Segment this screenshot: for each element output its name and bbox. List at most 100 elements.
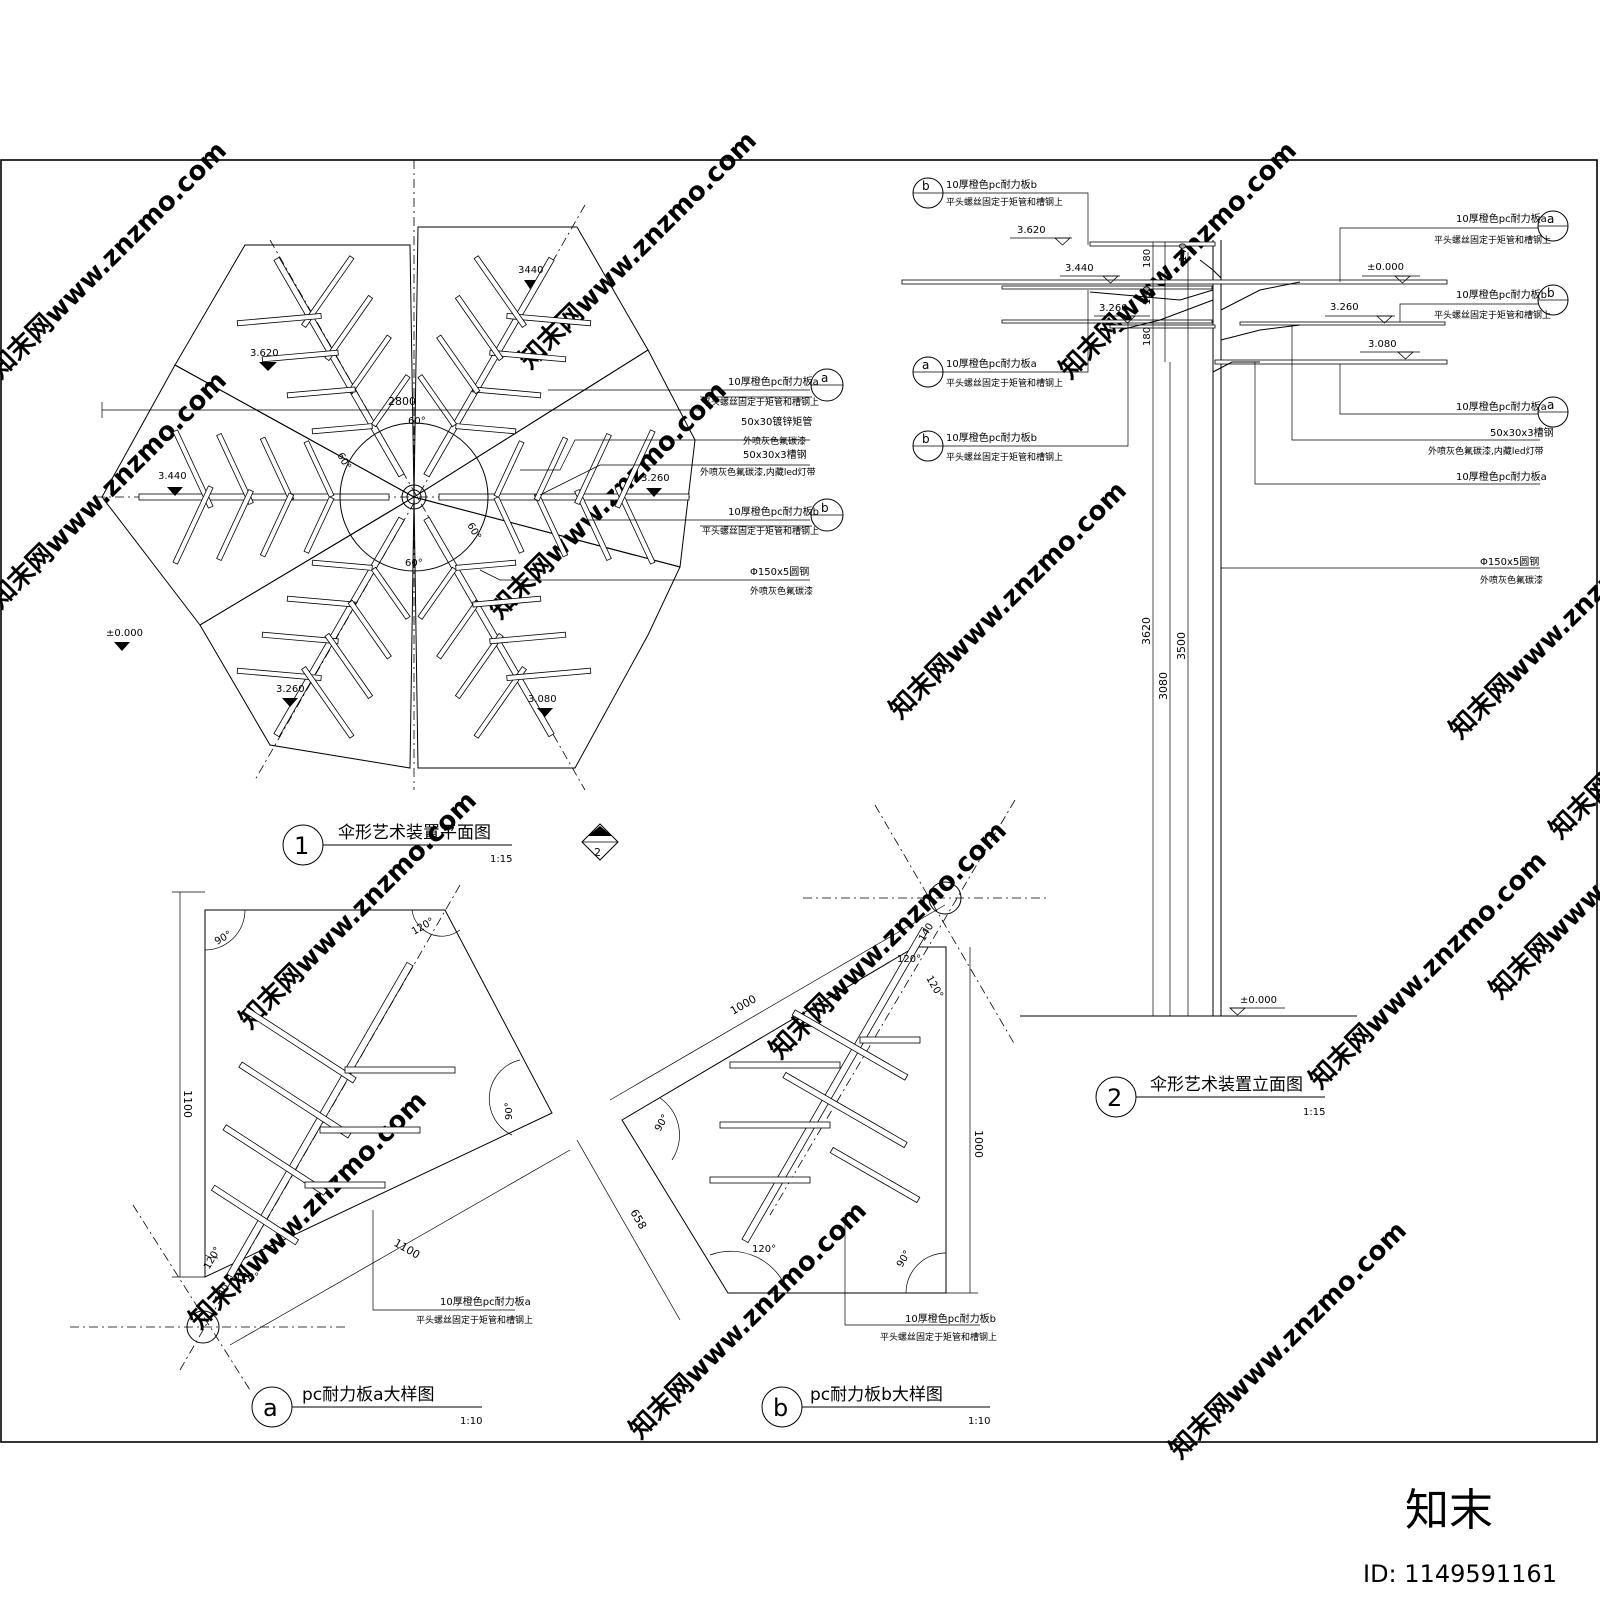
plan-slat xyxy=(286,386,356,399)
plan-note-tube: 50x30镀锌矩管 外喷灰色氟碳漆 xyxy=(741,415,812,447)
section-mark: 2 xyxy=(581,823,619,861)
elevation-title-block: 2 伞形艺术装置立面图 1:15 xyxy=(1095,1075,1325,1118)
drawing-title: 伞形艺术装置平面图 xyxy=(338,823,491,843)
detail-b-slat xyxy=(709,1176,811,1184)
note-text: 平头螺丝固定于矩管和槽钢上 xyxy=(946,377,1063,389)
level-marker-icon xyxy=(524,280,536,289)
section-arrow-icon xyxy=(588,826,612,836)
panel-bottom-right xyxy=(413,496,681,769)
detail-b-title-block: b pc耐力板b大样图 1:10 xyxy=(761,1385,990,1428)
note-text: 10厚橙色pc耐力板b xyxy=(1456,288,1547,301)
note-text: 10厚橙色pc耐力板a xyxy=(1456,400,1547,413)
plan-note-pc-a: 10厚橙色pc耐力板a 平头螺丝固定于矩管和槽钢上 a xyxy=(700,368,844,408)
note-text: 平头螺丝固定于矩管和槽钢上 xyxy=(702,525,819,537)
note-text: 外喷灰色氟碳漆 xyxy=(750,585,813,597)
plan-slat xyxy=(370,566,411,620)
plan-slat xyxy=(311,559,373,571)
drawing-scale: 1:15 xyxy=(1303,1107,1325,1118)
elev-level-3260: 3.260 xyxy=(1094,303,1150,324)
plan-slat xyxy=(614,429,656,509)
angle-arc xyxy=(488,1059,521,1136)
drawing-number: 2 xyxy=(1107,1084,1122,1112)
plan-level-3620: 3.620 xyxy=(250,348,279,371)
elev-level-3440: 3.440 xyxy=(1060,263,1120,284)
level-text: ±0.000 xyxy=(1240,995,1277,1006)
detail-bubble-label: a xyxy=(922,358,929,372)
level-text: 3.440 xyxy=(158,471,187,482)
detail-b-column-circle xyxy=(928,881,962,915)
leader xyxy=(943,290,1089,373)
plan-slat xyxy=(370,374,411,428)
angle-label: 90° xyxy=(653,1113,671,1134)
angle-label: 60° xyxy=(464,521,482,542)
angle-label: 120° xyxy=(752,1244,776,1255)
watermark-text: 知末网www.znzmo.com xyxy=(884,476,1133,725)
note-text: 10厚橙色pc耐力板b xyxy=(728,505,819,518)
plan-slat xyxy=(574,488,612,562)
note-text: 10厚橙色pc耐力板a xyxy=(946,357,1037,370)
level-marker-icon xyxy=(1101,275,1120,284)
detail-b-centerline-diag xyxy=(874,804,1016,1046)
level-text: 3.440 xyxy=(1065,263,1094,274)
plan-slat xyxy=(261,349,339,363)
detail-a-slat xyxy=(344,1066,456,1074)
level-text: 3.260 xyxy=(641,473,670,484)
detail-a-slat xyxy=(222,1124,328,1196)
detail-a-slat xyxy=(238,1061,352,1139)
leader xyxy=(943,192,1089,245)
elev-level-0-top: ±0.000 xyxy=(1362,262,1420,284)
angle-label: 60° xyxy=(405,558,423,569)
elevation-view: 180 180 180 140 3620 3080 3500 3.620 3.4… xyxy=(901,177,1569,1118)
note-text: 50x30x3槽钢 xyxy=(1490,426,1554,439)
detail-scale: 1:10 xyxy=(968,1416,990,1427)
elevation-plates xyxy=(901,241,1448,365)
plan-main-tube xyxy=(423,256,555,478)
detail-b-axis xyxy=(769,799,1016,1216)
dim-3080: 3080 xyxy=(1157,672,1170,700)
level-marker-icon xyxy=(167,487,183,496)
detail-b-slat xyxy=(829,1146,921,1204)
center-hub-circle xyxy=(339,422,489,572)
detail-a-slat xyxy=(210,1184,300,1246)
level-marker-icon xyxy=(259,362,277,371)
angle-arc xyxy=(204,1254,219,1259)
plan-slat xyxy=(311,423,373,435)
dim-180: 180 xyxy=(1142,249,1153,268)
panel-a-outline xyxy=(204,909,553,1278)
drawing-frame xyxy=(0,159,1598,1443)
plan-ribs xyxy=(138,255,690,739)
detail-b-view: 1000 1000 658 140 120° 120° 90° 120° 90°… xyxy=(576,799,1050,1428)
watermark-text: 知末网www.znzmo.com xyxy=(764,816,1013,1065)
note-text: 10厚橙色pc耐力板a xyxy=(1456,212,1547,225)
leader xyxy=(943,322,1129,447)
note-text: 平头螺丝固定于矩管和槽钢上 xyxy=(702,396,819,408)
drawing-number: 1 xyxy=(294,832,309,860)
plate-3260-left xyxy=(1001,319,1213,324)
plate-3440 xyxy=(901,279,1448,285)
plan-slat xyxy=(455,559,517,571)
plan-slat xyxy=(417,374,458,428)
plate-3080 xyxy=(1214,359,1448,365)
note-text: Φ150x5圆钢 xyxy=(1480,555,1539,568)
detail-b-slat xyxy=(782,1071,908,1149)
detail-bubble-label: a xyxy=(1547,212,1554,226)
plan-level-0: ±0.000 xyxy=(106,628,143,651)
detail-bubble-label: b xyxy=(922,432,930,446)
level-text: 3.260 xyxy=(1099,303,1128,314)
plan-note-channel: 50x30x3槽钢 外喷灰色氟碳漆,内藏led灯带 xyxy=(700,448,816,478)
detail-title: pc耐力板a大样图 xyxy=(302,1385,435,1405)
angle-label: 60° xyxy=(408,416,426,427)
leader xyxy=(520,439,810,471)
dim-180: 180 xyxy=(1142,327,1153,346)
plan-slat xyxy=(347,599,392,660)
plan-slat xyxy=(172,429,214,509)
note-text: 平头螺丝固定于矩管和槽钢上 xyxy=(946,451,1063,463)
plan-slat xyxy=(506,313,592,327)
note-text: 平头螺丝固定于矩管和槽钢上 xyxy=(880,1331,997,1343)
plan-slat xyxy=(324,294,374,362)
leader xyxy=(1254,362,1540,485)
plan-slat xyxy=(436,334,481,395)
elevation-arms xyxy=(1089,259,1301,373)
plan-level-3440: 3440 xyxy=(518,265,543,289)
